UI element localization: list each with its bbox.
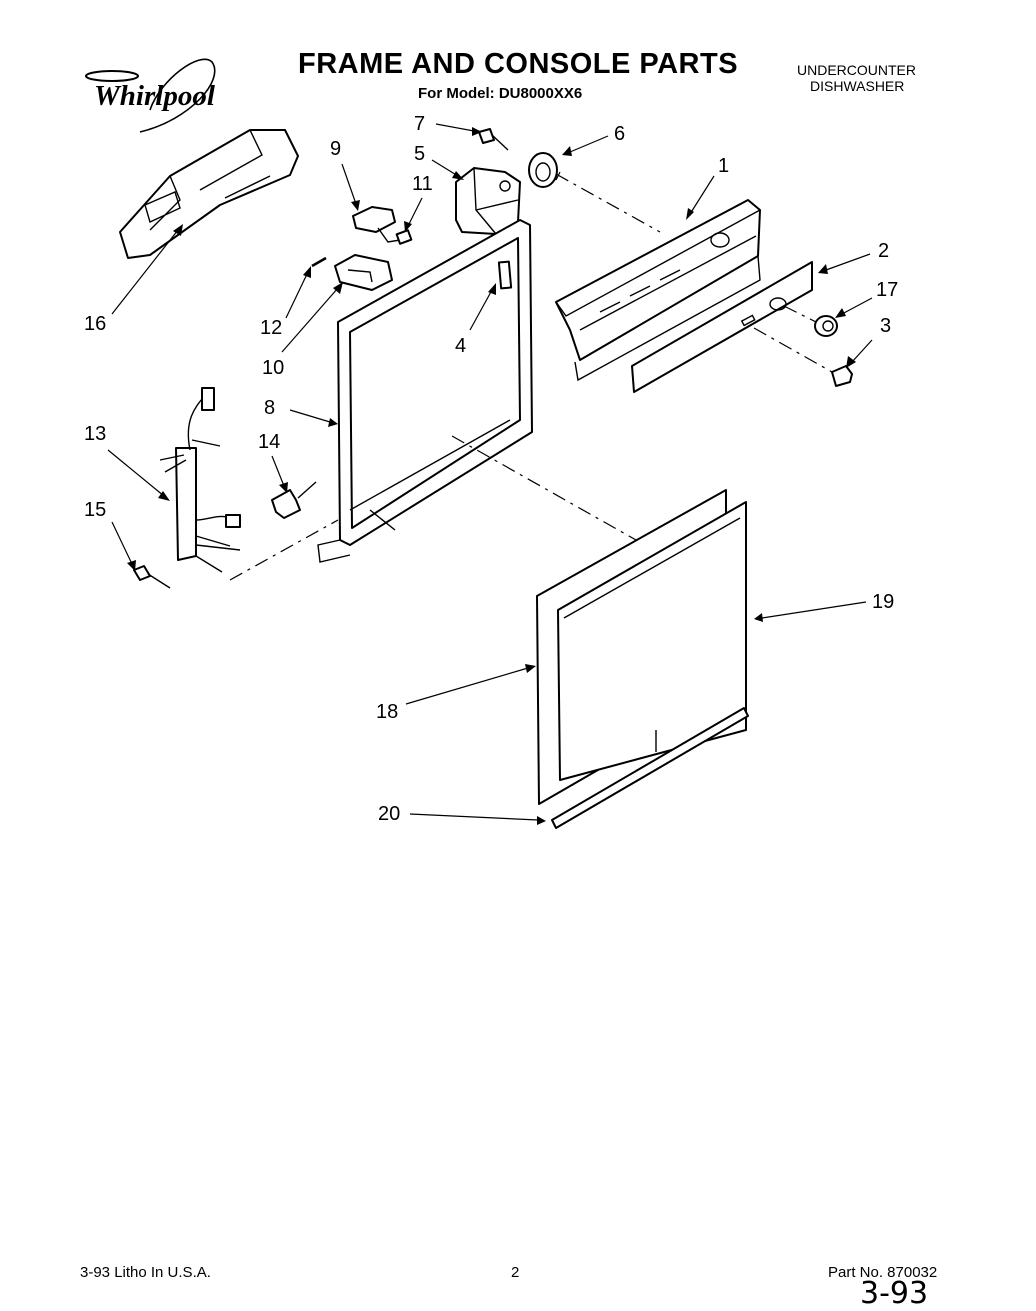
part-20-trim-strip bbox=[551, 707, 749, 829]
part-2-console-overlay bbox=[631, 261, 813, 393]
handwritten-note: 3-93 bbox=[860, 1276, 929, 1311]
part-14-connector bbox=[271, 481, 317, 519]
callout-17: 17 bbox=[876, 279, 898, 301]
model-line: For Model: DU8000XX6 bbox=[418, 85, 583, 102]
appliance-type-line-1: UNDERCOUNTER bbox=[797, 62, 916, 78]
callout-11: 11 bbox=[412, 173, 433, 195]
callout-15: 15 bbox=[84, 499, 106, 521]
part-16-console-bracket bbox=[119, 129, 299, 259]
part-7-screw bbox=[478, 128, 509, 151]
callout-13: 13 bbox=[84, 423, 106, 445]
part-8-door-frame bbox=[317, 219, 533, 563]
part-18-19-door-panels bbox=[536, 489, 747, 805]
part-9-switch bbox=[352, 206, 413, 245]
callout-16: 16 bbox=[84, 313, 106, 335]
callout-10: 10 bbox=[262, 357, 284, 379]
callout-19: 19 bbox=[872, 591, 894, 613]
brand-logo: Whirlpool bbox=[94, 80, 215, 112]
assembly-line bbox=[229, 519, 339, 581]
callout-14: 14 bbox=[258, 431, 280, 453]
part-number: Part No. 870032 bbox=[828, 1264, 938, 1281]
part-12-rod bbox=[311, 256, 327, 268]
callout-5: 5 bbox=[414, 143, 425, 165]
callout-18: 18 bbox=[376, 701, 398, 723]
print-info: 3-93 Litho In U.S.A. bbox=[80, 1264, 211, 1281]
appliance-type-line-2: DISHWASHER bbox=[810, 78, 905, 94]
callout-9: 9 bbox=[330, 138, 341, 160]
assembly-line bbox=[451, 435, 637, 541]
callout-6: 6 bbox=[614, 123, 625, 145]
callout-labels: 1 2 3 4 5 6 7 8 9 10 11 12 13 14 15 16 1… bbox=[84, 113, 898, 825]
callout-1: 1 bbox=[718, 155, 729, 177]
callout-8: 8 bbox=[264, 397, 275, 419]
callout-4: 4 bbox=[455, 335, 466, 357]
part-1-console-panel bbox=[555, 199, 761, 382]
callout-7: 7 bbox=[414, 113, 425, 135]
part-6-knob bbox=[528, 152, 661, 233]
leader-lines bbox=[107, 123, 873, 825]
part-10-bracket bbox=[334, 254, 393, 291]
brand-logo-swoosh bbox=[85, 58, 216, 133]
part-15-screw bbox=[133, 565, 171, 589]
callout-20: 20 bbox=[378, 803, 400, 825]
part-13-wire-harness bbox=[159, 387, 241, 573]
callout-3: 3 bbox=[880, 315, 891, 337]
callout-2: 2 bbox=[878, 240, 889, 262]
part-3-button bbox=[753, 327, 853, 387]
page-title: FRAME AND CONSOLE PARTS bbox=[298, 48, 739, 80]
page-number: 2 bbox=[511, 1264, 520, 1281]
assembly-line bbox=[555, 171, 561, 181]
part-17-knob bbox=[783, 305, 838, 337]
part-5-timer bbox=[455, 167, 521, 235]
callout-12: 12 bbox=[260, 317, 282, 339]
